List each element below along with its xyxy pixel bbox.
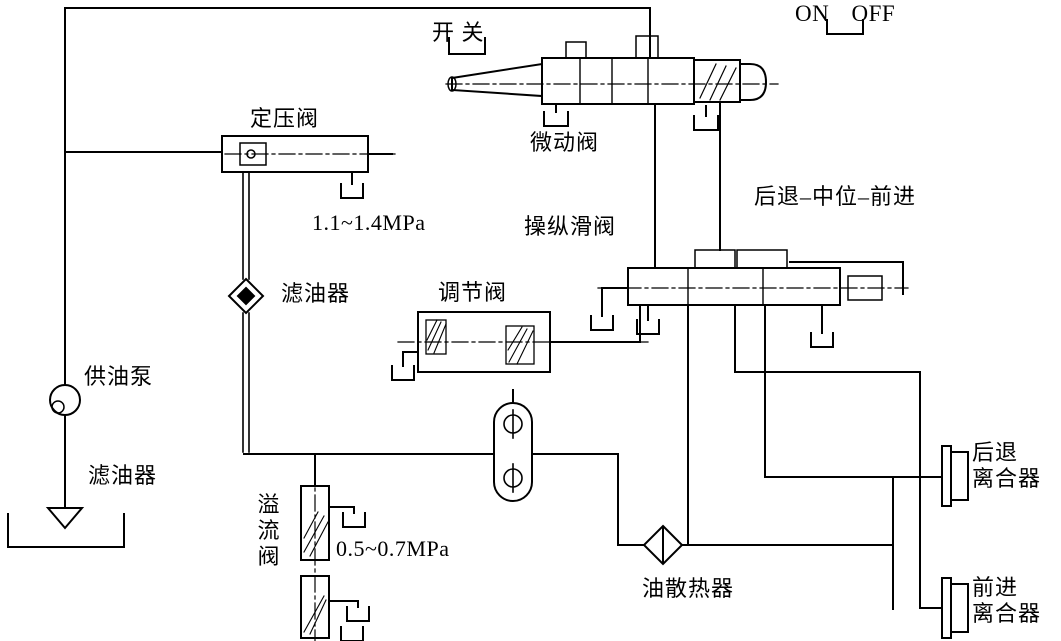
- regulating-valve-label: 调节阀: [438, 280, 508, 305]
- suction-filter-symbol: [45, 507, 85, 530]
- check-valve-pair-symbol: [493, 402, 533, 502]
- drain-symbol: [590, 315, 614, 331]
- drain-symbol: [391, 365, 415, 381]
- forward-clutch-label: 前进 离合器: [972, 575, 1042, 626]
- micro-valve-label: 微动阀: [530, 130, 600, 155]
- drain-symbol: [340, 626, 364, 641]
- gear-positions-label: 后退–中位–前进: [754, 184, 917, 209]
- reverse-clutch-label: 后退 离合器: [972, 440, 1042, 491]
- on-off-bracket-symbol: [826, 19, 864, 35]
- oil-cooler-symbol: [642, 524, 684, 566]
- line-filter-symbol: [227, 277, 265, 315]
- low-pressure-range-label: 0.5~0.7MPa: [336, 536, 450, 561]
- drain-symbol: [342, 512, 366, 528]
- bracket-symbols: [340, 19, 864, 641]
- reverse-clutch-symbol: [941, 445, 969, 507]
- centerlines: [224, 83, 909, 641]
- oil-cooler-label: 油散热器: [642, 576, 735, 601]
- oil-filter-bottom-label: 滤油器: [88, 463, 158, 488]
- piping: [64, 7, 941, 610]
- on-off-label: ON OFF: [795, 1, 896, 26]
- drain-symbol: [340, 183, 364, 199]
- oil-filter-top-label: 滤油器: [281, 281, 351, 306]
- relief-valve-label: 溢 流 阀: [257, 492, 281, 569]
- relief-valve-symbol: [300, 485, 330, 639]
- drain-symbol: [543, 111, 569, 127]
- control-slide-valve-label: 操纵滑阀: [524, 214, 617, 239]
- drain-symbol: [636, 319, 660, 335]
- drain-symbol: [693, 115, 719, 131]
- switch-bracket-symbol: [448, 37, 486, 55]
- drain-symbol: [346, 606, 370, 622]
- micro-valve-symbol: [447, 35, 768, 117]
- oil-supply-pump-label: 供油泵: [84, 364, 154, 389]
- regulating-valve-symbol: [417, 311, 551, 373]
- pump-symbol: [49, 384, 81, 416]
- control-slide-valve-symbol: [627, 249, 904, 306]
- constant-pressure-valve-symbol: [221, 135, 369, 173]
- switch-label: 开 关: [432, 20, 485, 45]
- oil-tank-symbol: [7, 513, 125, 548]
- forward-clutch-symbol: [941, 577, 969, 639]
- drain-symbol: [810, 332, 834, 348]
- constant-pressure-valve-label: 定压阀: [250, 106, 320, 131]
- high-pressure-range-label: 1.1~1.4MPa: [312, 210, 426, 235]
